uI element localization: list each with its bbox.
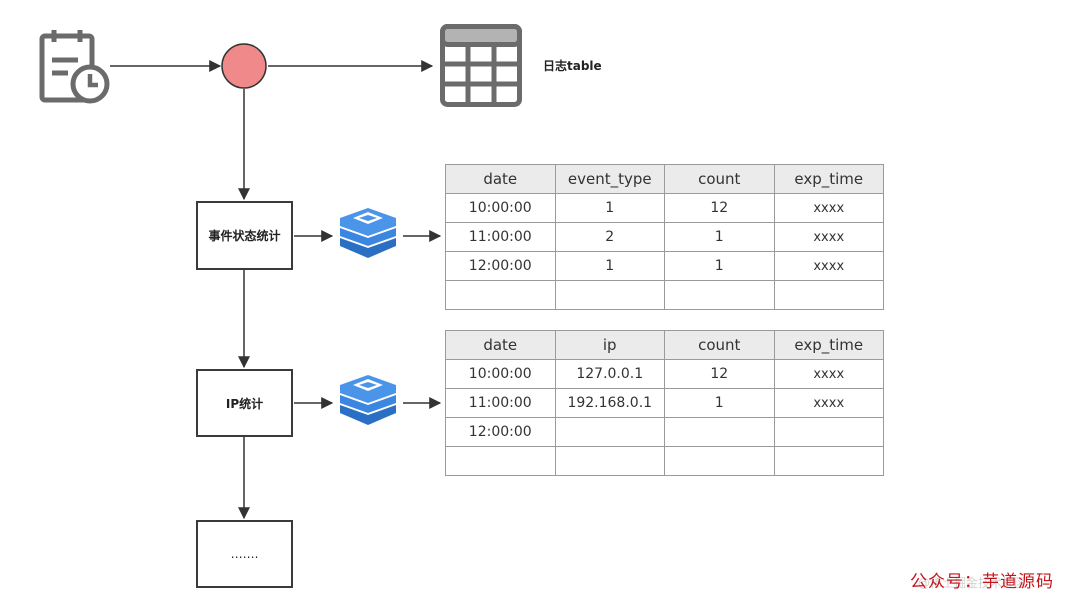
table-header-row: date event_type count exp_time xyxy=(445,164,884,194)
event-stats-table: date event_type count exp_time 10:00:00 … xyxy=(445,164,884,310)
redis-stack-icon xyxy=(340,208,396,258)
table-cell: 2 xyxy=(554,222,665,252)
table-cell xyxy=(554,446,665,476)
table-cell: 1 xyxy=(664,251,775,281)
table-cell: 192.168.0.1 xyxy=(554,388,665,418)
column-header: exp_time xyxy=(773,164,884,194)
redis-stack-icon xyxy=(340,375,396,425)
column-header: count xyxy=(664,164,775,194)
more-node: ……. xyxy=(196,520,293,588)
table-cell: 12 xyxy=(664,193,775,223)
column-header: exp_time xyxy=(773,330,884,360)
table-cell: xxxx xyxy=(773,222,884,252)
watermark-community-text: @稀土掘金技术社区 xyxy=(918,576,1027,590)
table-cell: xxxx xyxy=(773,388,884,418)
log-table-label: 日志table xyxy=(543,59,602,73)
table-cell xyxy=(554,417,665,447)
table-cell xyxy=(445,446,556,476)
table-cell: 11:00:00 xyxy=(445,222,556,252)
table-cell xyxy=(773,446,884,476)
column-header: ip xyxy=(554,330,665,360)
table-cell: 12 xyxy=(664,359,775,389)
calendar-clock-icon xyxy=(39,30,110,104)
table-cell xyxy=(664,417,775,447)
table-row: 10:00:00 127.0.0.1 12 xxxx xyxy=(445,359,884,389)
junction-node xyxy=(221,43,267,89)
table-cell xyxy=(664,280,775,310)
table-cell: 1 xyxy=(554,251,665,281)
table-cell xyxy=(773,417,884,447)
ip-stats-table: date ip count exp_time 10:00:00 127.0.0.… xyxy=(445,330,884,476)
column-header: date xyxy=(445,330,556,360)
column-header: date xyxy=(445,164,556,194)
table-cell: 12:00:00 xyxy=(445,417,556,447)
table-cell xyxy=(445,280,556,310)
table-cell: 1 xyxy=(664,388,775,418)
table-row xyxy=(445,446,884,476)
table-cell xyxy=(773,280,884,310)
table-row: 11:00:00 192.168.0.1 1 xxxx xyxy=(445,388,884,418)
table-cell: xxxx xyxy=(773,193,884,223)
column-header: count xyxy=(664,330,775,360)
table-cell: 1 xyxy=(554,193,665,223)
table-cell: 1 xyxy=(664,222,775,252)
table-header-row: date ip count exp_time xyxy=(445,330,884,360)
table-row: 12:00:00 1 1 xxxx xyxy=(445,251,884,281)
watermark-account-text: 公众号：芋道源码 xyxy=(910,572,1054,592)
table-cell: xxxx xyxy=(773,251,884,281)
table-cell: 10:00:00 xyxy=(445,359,556,389)
event-stats-node: 事件状态统计 xyxy=(196,201,293,270)
table-cell xyxy=(664,446,775,476)
table-row: 12:00:00 xyxy=(445,417,884,447)
table-grid-icon xyxy=(440,24,522,107)
table-cell: 12:00:00 xyxy=(445,251,556,281)
table-cell: xxxx xyxy=(773,359,884,389)
table-cell xyxy=(554,280,665,310)
table-row: 10:00:00 1 12 xxxx xyxy=(445,193,884,223)
ip-stats-node: IP统计 xyxy=(196,369,293,437)
table-cell: 11:00:00 xyxy=(445,388,556,418)
table-row: 11:00:00 2 1 xxxx xyxy=(445,222,884,252)
table-cell: 10:00:00 xyxy=(445,193,556,223)
table-row xyxy=(445,280,884,310)
table-cell: 127.0.0.1 xyxy=(554,359,665,389)
column-header: event_type xyxy=(554,164,665,194)
